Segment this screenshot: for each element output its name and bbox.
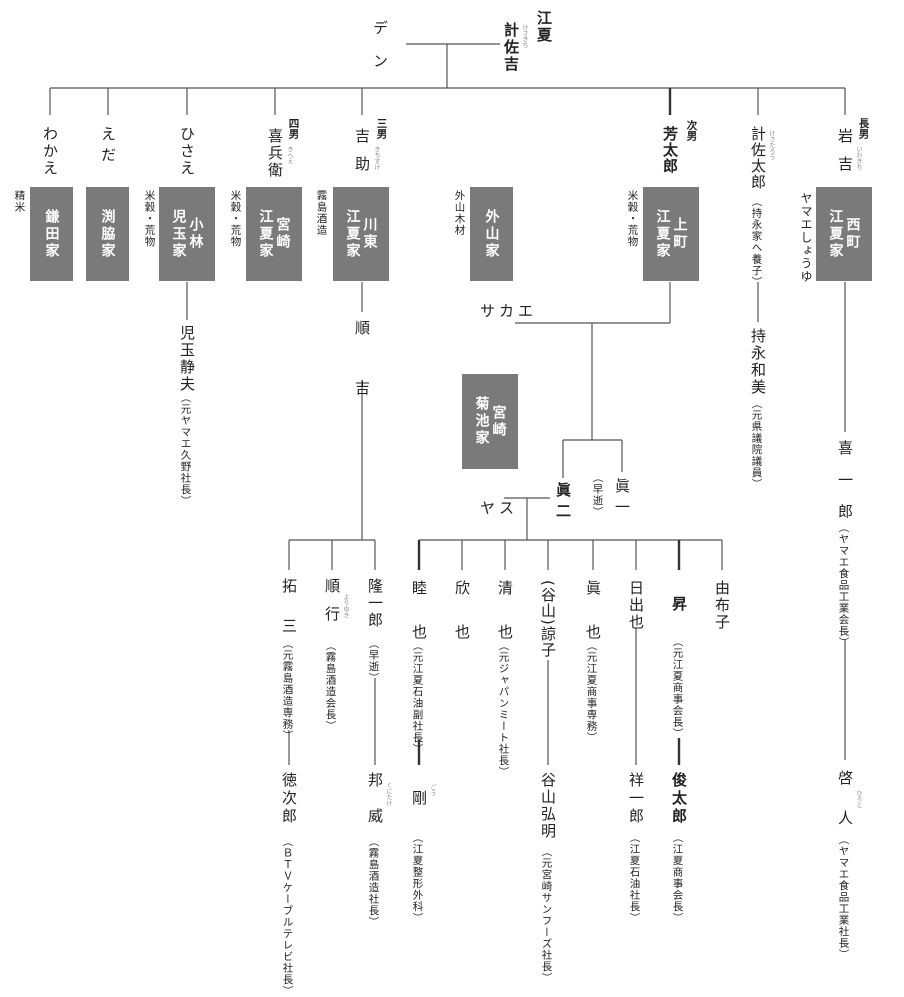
house-miyazaki-kikuchi: 宮崎菊池家 [462, 374, 518, 469]
yuko: 由布子 [713, 580, 731, 631]
child-kesataro: 計佐太郎 [749, 126, 767, 190]
root-ruby: けさきち [521, 24, 528, 48]
child-kichisuke: 吉 助 [353, 128, 371, 175]
note-seiya: （元ジャパンミート社長） [497, 640, 510, 778]
junkichi: 順 吉 [353, 320, 371, 415]
shoichiro: 祥一郎 [627, 772, 645, 826]
house-kamimachi-enatsu: 上町江夏家 [643, 187, 699, 281]
takuzo: 拓 三 [280, 578, 298, 643]
house-kawahigashi-enatsu: 川東江夏家 [333, 187, 389, 281]
house-fuchiwaki: 渕脇家 [86, 187, 129, 281]
seiya: 清 也 [496, 580, 514, 651]
ruby-kunitake: くにたけ [385, 782, 392, 806]
note-go: （江夏整形外科） [411, 832, 424, 924]
note-ryuichiro: （早逝） [367, 638, 380, 684]
occ-sotoyama: 外山木材 [453, 190, 466, 236]
noboru: 昇 [670, 596, 688, 616]
note-yoriyuki: （霧島酒造会長） [324, 640, 337, 732]
go: 剛 [410, 790, 428, 810]
ruby-kiheie: きへえ [286, 146, 293, 164]
rank-kichisuke: 三男 [375, 118, 388, 139]
note-mutsuya: （元江夏石油副社長） [411, 640, 424, 755]
note-noboru: （元江夏商事会長） [671, 636, 684, 740]
house-kamata: 鎌田家 [30, 187, 73, 281]
spouse-sakae: サカエ [480, 302, 538, 320]
house-miyazaki-enatsu: 宮崎江夏家 [246, 187, 302, 281]
mutsuya: 睦 也 [410, 580, 428, 651]
child-iwakichi: 岩 吉 [836, 128, 854, 175]
yoriyuki: 順 行 [323, 578, 341, 625]
house-kobayashi-kodama: 小林児玉家 [159, 187, 215, 281]
root-spouse: デン [371, 20, 389, 86]
shinichi: 眞一 [613, 478, 631, 520]
ruby-iwakichi: いわきち [855, 146, 862, 170]
occ-kiheie: 米穀・荒物 [229, 190, 242, 248]
spouse-yasu: ヤス [480, 499, 519, 517]
ruby-yoriyuki: よりゆき [342, 594, 349, 618]
house-sotoyama: 外山家 [470, 187, 513, 281]
shuntaro: 俊太郎 [670, 772, 688, 826]
occ-yoshitaro: 米穀・荒物 [626, 190, 639, 248]
kiichiro: 喜 一 郎 [836, 440, 854, 525]
rank-yoshitaro: 次男 [685, 120, 698, 141]
hideya: 日出也 [627, 580, 645, 631]
occ-iwakichi: ヤマエしょうゆ [799, 192, 813, 283]
rank-kiheie: 四男 [287, 118, 300, 139]
ruby-go: ごう [429, 784, 436, 796]
note-shinichi: （早逝） [591, 472, 604, 518]
child-eda: えだ [99, 126, 117, 168]
taniyama-hiroaki: 谷山弘明 [539, 772, 557, 840]
root-surname: 江夏 [535, 10, 553, 44]
note-kesataro: （持永家へ養子） [750, 196, 763, 288]
note-taniyama-hiroaki: （元宮崎サンフーズ社長） [540, 846, 553, 984]
note-mochinaga-kazumi: （元県議院議員） [750, 398, 763, 490]
child-wakae: わかえ [41, 126, 59, 177]
ruby-kesataro: けさたろう [768, 130, 775, 160]
occ-hisae: 米穀・荒物 [143, 190, 156, 248]
tokujiro: 徳次郎 [280, 772, 298, 826]
hiroto: 啓 人 [836, 770, 854, 835]
mochinaga-kazumi: 持永和美 [749, 328, 767, 396]
kinya: 欣 也 [453, 580, 471, 651]
note-shinya: （元江夏商事専務） [585, 640, 598, 744]
occ-wakae: 精米 [13, 190, 26, 213]
child-hisae: ひさえ [178, 126, 196, 177]
note-shoichiro: （江夏石油社長） [628, 832, 641, 924]
shinji: 眞二 [554, 482, 572, 524]
child-kiheie: 喜兵衛 [266, 128, 284, 179]
root-name: 計佐吉 [502, 22, 520, 73]
house-nishimachi-enatsu: 西町江夏家 [816, 187, 872, 281]
child-yoshitaro: 芳太郎 [661, 126, 679, 174]
note-kodama-shizuo: （元ヤマエ久野社長） [179, 392, 192, 507]
shinya: 眞 也 [584, 580, 602, 651]
rank-iwakichi: 長男 [857, 118, 870, 139]
ryoko: (谷山)諒子 [539, 580, 557, 658]
note-takuzo: （元霧島酒造専務） [281, 638, 294, 742]
ruby-kichisuke: きちすけ [373, 146, 380, 170]
note-hiroto: （ヤマエ食品工業社長） [837, 834, 850, 961]
note-kunitake: （霧島酒造社長） [367, 836, 380, 928]
occ-kichisuke: 霧島酒造 [315, 190, 328, 236]
ryuichiro: 隆一郎 [366, 578, 384, 629]
note-tokujiro: （ＢＴＶケーブルテレビ社長） [281, 836, 294, 997]
note-kiichiro: （ヤマエ食品工業会長） [837, 522, 850, 649]
kunitake: 邦 威 [366, 772, 384, 831]
note-shuntaro: （江夏商事会長） [671, 832, 684, 924]
ruby-hiroto: ひろと [855, 790, 862, 808]
kodama-shizuo: 児玉静夫 [178, 325, 196, 393]
